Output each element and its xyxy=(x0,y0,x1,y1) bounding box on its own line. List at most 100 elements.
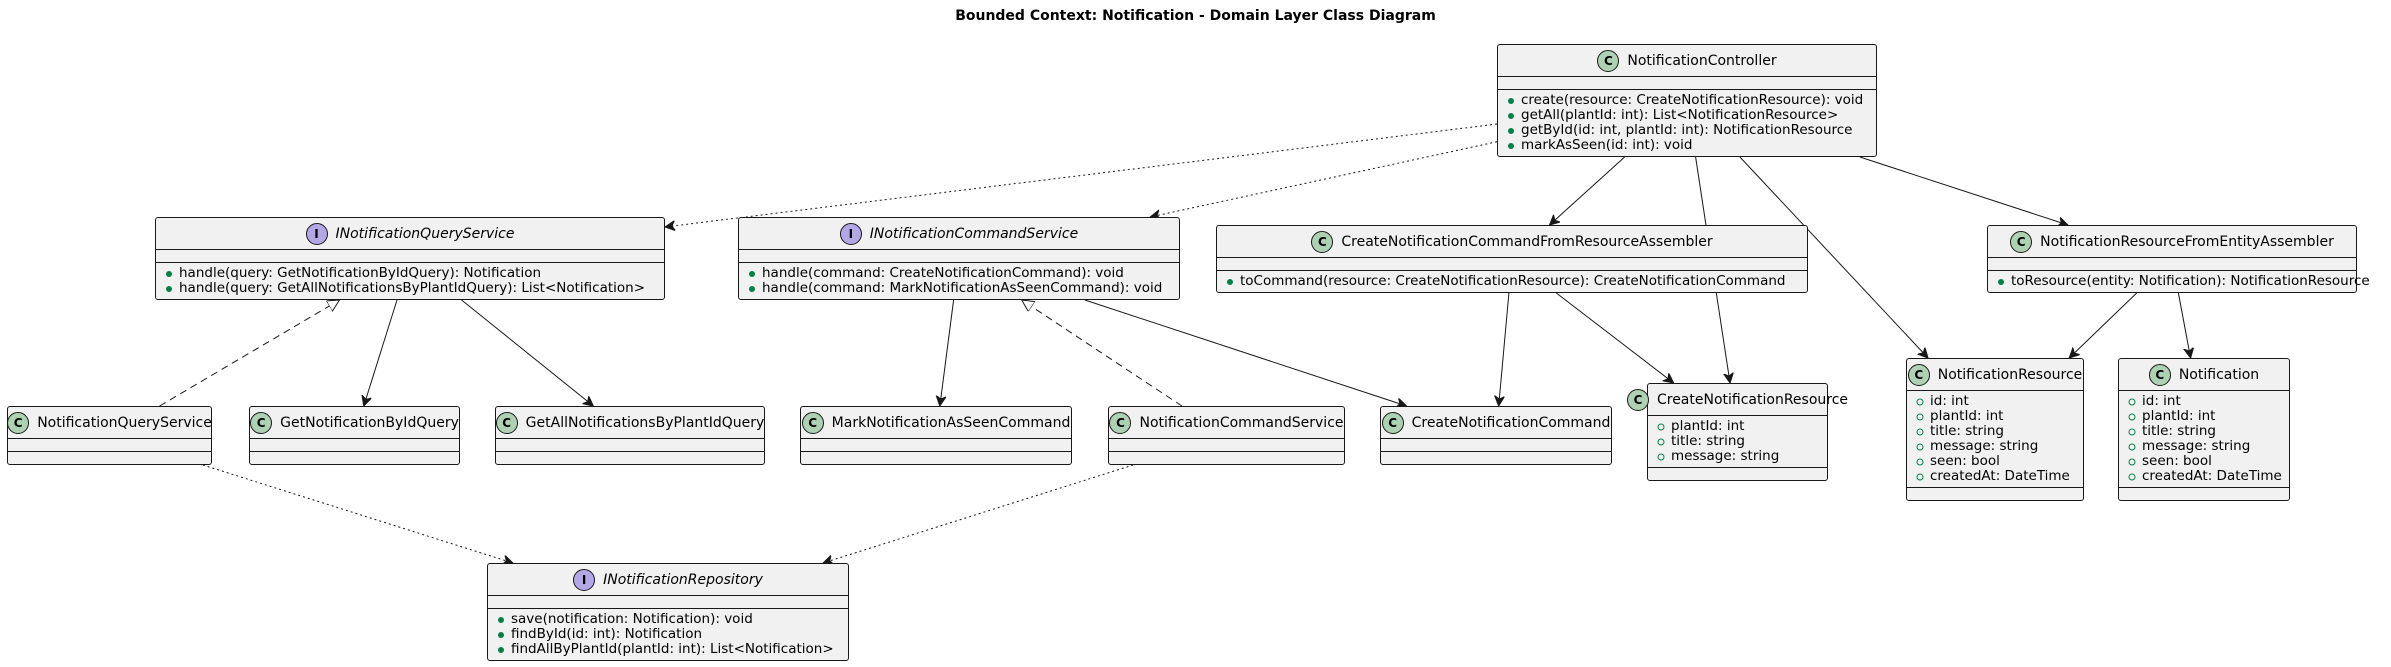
class-field: plantId: int xyxy=(1907,409,2083,424)
public-method-icon xyxy=(497,646,505,654)
field-label: message: string xyxy=(1671,448,1780,464)
methods-compartment xyxy=(1381,452,1611,464)
public-field-icon xyxy=(1657,438,1665,446)
field-label: title: string xyxy=(1671,433,1745,449)
method-label: handle(command: CreateNotificationComman… xyxy=(762,265,1124,281)
methods-compartment xyxy=(1907,488,2083,500)
field-label: createdAt: DateTime xyxy=(2142,468,2282,484)
class-field: plantId: int xyxy=(1648,419,1827,434)
public-method-icon xyxy=(1507,97,1515,105)
realization-arrow xyxy=(1022,300,1183,407)
methods-compartment: toResource(entity: Notification): Notifi… xyxy=(1988,271,2370,292)
methods-compartment xyxy=(1109,452,1344,464)
class-field: title: string xyxy=(2119,424,2289,439)
association-arrow xyxy=(1739,156,1928,358)
association-arrow xyxy=(940,299,955,406)
fields-compartment xyxy=(1381,439,1611,452)
class-method: create(resource: CreateNotificationResou… xyxy=(1498,93,1876,108)
class-method: handle(query: GetNotificationByIdQuery):… xyxy=(156,266,664,281)
public-field-icon xyxy=(1916,428,1924,436)
class-method: getById(id: int, plantId: int): Notifica… xyxy=(1498,123,1876,138)
public-field-icon xyxy=(1657,423,1665,431)
class-field: message: string xyxy=(2119,439,2289,454)
public-field-icon xyxy=(1916,458,1924,466)
class-name: CreateNotificationCommand xyxy=(1411,414,1611,431)
public-method-icon xyxy=(165,270,173,278)
public-field-icon xyxy=(2128,473,2136,481)
public-method-icon xyxy=(1507,127,1515,135)
public-field-icon xyxy=(2128,398,2136,406)
class-name: Notification xyxy=(2178,366,2260,383)
class-badge-icon: C xyxy=(1311,230,1334,253)
diagram-title: Bounded Context: Notification - Domain L… xyxy=(955,8,1436,24)
dependency-arrow xyxy=(823,464,1134,563)
class-field: createdAt: DateTime xyxy=(1907,469,2083,484)
fields-compartment xyxy=(250,439,459,452)
class-method: findById(id: int): Notification xyxy=(488,627,848,642)
association-arrow xyxy=(461,299,594,406)
association-arrow xyxy=(1084,299,1407,406)
class-method: toCommand(resource: CreateNotificationRe… xyxy=(1217,274,1807,289)
public-method-icon xyxy=(165,285,173,293)
class-field: id: int xyxy=(1907,394,2083,409)
method-label: findById(id: int): Notification xyxy=(511,626,703,642)
fields-compartment xyxy=(8,439,211,452)
realization-arrow xyxy=(159,300,340,407)
method-label: save(notification: Notification): void xyxy=(511,611,753,627)
class-field: id: int xyxy=(2119,394,2289,409)
field-label: title: string xyxy=(2142,423,2216,439)
public-method-icon xyxy=(1997,278,2005,286)
field-label: id: int xyxy=(2142,393,2181,409)
methods-compartment: handle(command: CreateNotificationComman… xyxy=(739,263,1179,299)
method-label: markAsSeen(id: int): void xyxy=(1521,137,1693,153)
field-label: message: string xyxy=(1930,438,2039,454)
class-method: handle(query: GetAllNotificationsByPlant… xyxy=(156,281,664,296)
dependency-arrow xyxy=(1150,141,1498,217)
fields-compartment xyxy=(156,250,664,263)
class-name: INotificationCommandService xyxy=(869,225,1079,242)
field-label: title: string xyxy=(1930,423,2004,439)
methods-compartment: toCommand(resource: CreateNotificationRe… xyxy=(1217,271,1807,292)
method-label: handle(query: GetAllNotificationsByPlant… xyxy=(179,280,646,296)
association-arrow xyxy=(364,299,398,406)
methods-compartment xyxy=(1648,468,1827,480)
class-box-mark-notification-as-seen-command[interactable]: C MarkNotificationAsSeenCommand xyxy=(800,406,1072,465)
class-method: findAllByPlantId(plantId: int): List<Not… xyxy=(488,642,848,657)
class-field: seen: bool xyxy=(2119,454,2289,469)
class-badge-icon: C xyxy=(801,411,824,434)
class-name: NotificationResourceFromEntityAssembler xyxy=(2040,233,2334,250)
method-label: getAll(plantId: int): List<NotificationR… xyxy=(1521,107,1839,123)
public-field-icon xyxy=(1916,443,1924,451)
field-label: seen: bool xyxy=(1930,453,2000,469)
class-name: NotificationCommandService xyxy=(1139,414,1344,431)
field-label: message: string xyxy=(2142,438,2251,454)
class-name: MarkNotificationAsSeenCommand xyxy=(831,414,1071,431)
association-arrow xyxy=(1556,292,1673,383)
dependency-arrow xyxy=(202,464,513,563)
class-method: save(notification: Notification): void xyxy=(488,612,848,627)
field-label: seen: bool xyxy=(2142,453,2212,469)
public-field-icon xyxy=(1916,413,1924,421)
